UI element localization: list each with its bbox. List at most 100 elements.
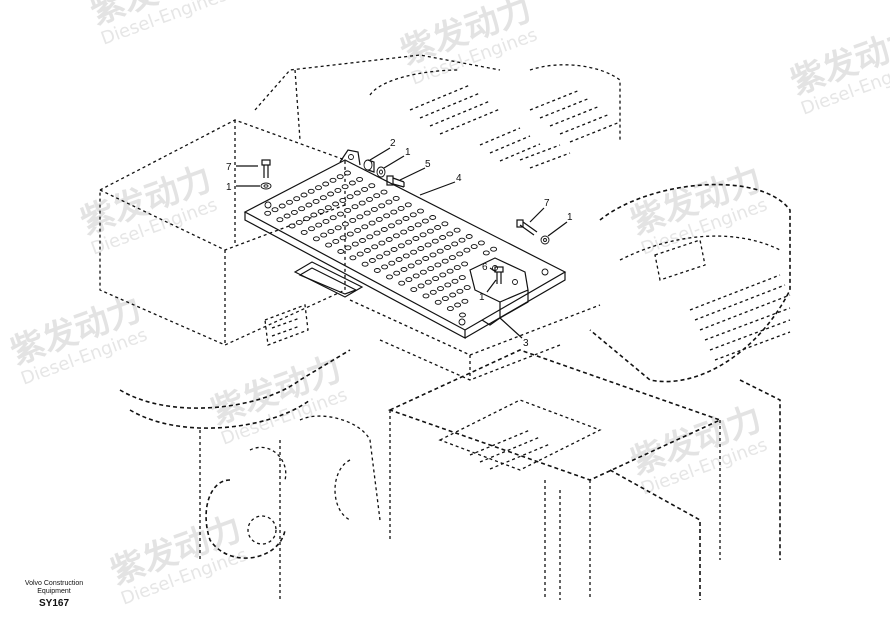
plate-hole: [470, 244, 478, 250]
plate-hole: [349, 255, 357, 261]
plate-hole: [339, 235, 347, 241]
plate-hole: [356, 214, 364, 220]
plate-hole: [371, 244, 379, 250]
bolt-right-7: [516, 219, 538, 236]
plate-hole: [400, 229, 408, 235]
plate-hole: [456, 251, 464, 257]
plate-hole: [337, 211, 344, 217]
plate-hole: [395, 219, 403, 225]
plate-hole: [397, 205, 405, 211]
plate-hole: [325, 242, 333, 248]
plate-hole: [303, 216, 311, 222]
plate-hole: [419, 269, 427, 275]
plate-hole: [393, 270, 401, 276]
plate-hole: [437, 286, 444, 292]
plate-hole: [431, 238, 439, 244]
callout-1-top: 1: [405, 147, 411, 158]
callouts: 7 1 2 1 5 4 7 1 6 1 3: [226, 138, 573, 349]
plate-hole: [441, 258, 449, 264]
plate-hole: [398, 280, 406, 286]
plate-hole: [300, 192, 308, 198]
watermark-logo: 紫发动力 Diesel-Engines: [785, 19, 890, 120]
plate-hole: [390, 247, 398, 252]
plate-hole: [278, 203, 286, 209]
callout-6: 6: [482, 262, 488, 273]
washer-top-1: [376, 166, 386, 178]
plate-hole: [290, 209, 298, 215]
plate-hole: [407, 263, 415, 269]
plate-hole: [373, 230, 381, 236]
plate-hole: [448, 255, 456, 261]
plate-hole: [439, 272, 447, 278]
plate-hole: [412, 273, 420, 279]
plate-hole: [380, 189, 388, 195]
plate-hole: [429, 215, 437, 220]
plate-hole: [429, 252, 437, 258]
watermark-logo: 紫发动力 Diesel-Engines: [625, 399, 770, 500]
plate-hole: [361, 224, 369, 230]
plate-hole: [432, 276, 440, 282]
plate-hole: [392, 233, 400, 239]
plate-hole: [422, 256, 430, 261]
plate-hole: [378, 203, 386, 209]
plate-hole: [315, 185, 322, 191]
plate-hole: [458, 275, 466, 281]
plate-hole: [482, 250, 490, 256]
plate-hole: [346, 231, 354, 237]
plate-hole: [421, 218, 429, 224]
callout-4: 4: [456, 173, 462, 184]
plate-hole: [388, 260, 396, 266]
plate-hole: [453, 265, 461, 271]
plate-hole: [461, 261, 469, 267]
washer-left-1: [260, 182, 272, 190]
plate-hole: [307, 188, 315, 194]
plate-hole: [339, 197, 347, 203]
plate-hole: [434, 225, 442, 230]
plate-hole: [363, 210, 371, 216]
plate-hole: [459, 312, 466, 318]
plate-hole: [293, 196, 301, 202]
plate-hole: [426, 228, 434, 234]
plate-hole: [341, 221, 349, 227]
plate-hole: [288, 223, 296, 229]
plate-hole: [356, 251, 364, 257]
footer-company-line2: Equipment: [37, 588, 71, 595]
callout-7-right: 7: [544, 198, 550, 209]
plate-hole: [436, 248, 444, 254]
plate-hole: [327, 191, 335, 197]
plate-hole: [366, 234, 374, 240]
plate-hole: [354, 227, 362, 233]
plate-hole: [395, 257, 403, 262]
plate-hole: [322, 181, 330, 187]
plate-hole: [376, 254, 384, 260]
plate-hole: [427, 266, 435, 272]
plate-hole: [332, 238, 340, 244]
plate-holes: [264, 170, 498, 318]
callout-7-left: 7: [226, 162, 232, 173]
plate-hole: [446, 306, 454, 312]
plate-hole: [451, 278, 459, 284]
plate-hole: [490, 246, 498, 252]
plate-hole: [412, 236, 420, 241]
vent-slots: [409, 84, 621, 169]
plate-hole: [271, 207, 279, 213]
watermark-logo: 紫发动力 Diesel-Engines: [5, 289, 150, 390]
plate-hole: [441, 296, 449, 302]
plate-hole: [439, 235, 447, 240]
plate-hole: [370, 206, 378, 212]
plate-hole: [417, 283, 425, 289]
plate-hole: [441, 221, 449, 227]
plate-hole: [351, 241, 359, 247]
plate-hole: [373, 193, 381, 199]
plate-hole: [375, 216, 383, 222]
plate-hole: [332, 201, 340, 207]
footer-drawing-code: SY167: [38, 598, 70, 609]
plate-hole: [344, 207, 352, 213]
watermark-logo: 紫发动力 Diesel-Engines: [75, 159, 220, 260]
plate-hole: [400, 267, 408, 272]
plate-hole: [415, 259, 422, 265]
plate-hole: [264, 210, 272, 216]
plate-hole: [407, 226, 415, 231]
plate-hole: [397, 243, 405, 249]
